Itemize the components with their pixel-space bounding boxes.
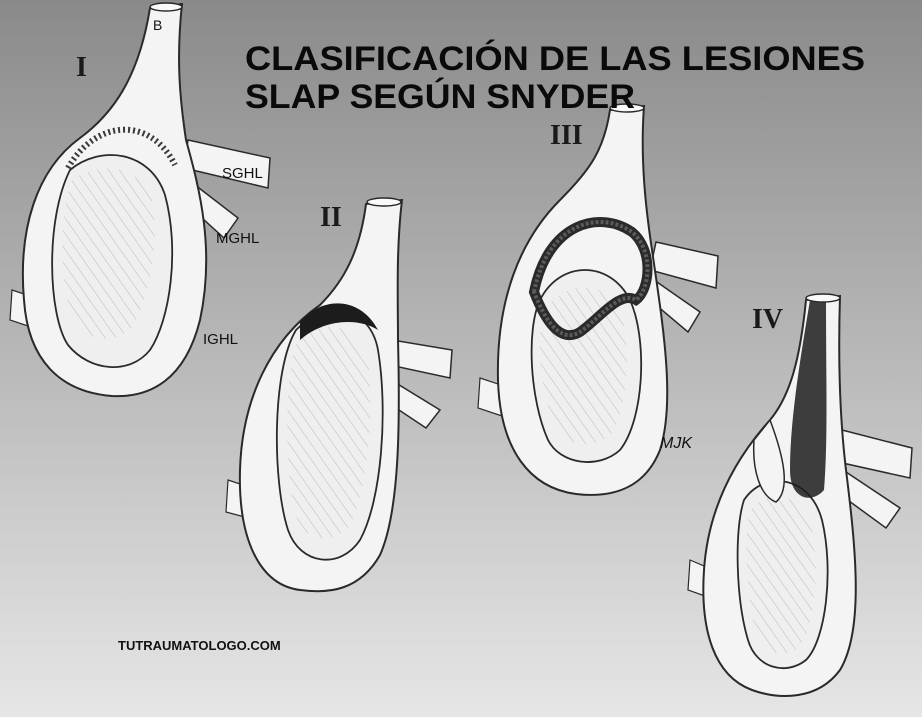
sghl-label: SGHL <box>222 165 263 182</box>
title-line-2: SLAP SEGÚN SNYDER <box>245 78 635 116</box>
panel-ii-numeral: II <box>320 202 342 233</box>
biceps-label: B <box>153 17 162 33</box>
panel-i-numeral: I <box>76 52 87 83</box>
mghl-label: MGHL <box>216 230 259 247</box>
panel-ii-labrum-diagram <box>225 197 453 593</box>
watermark: TUTRAUMATOLOGO.COM <box>118 638 281 653</box>
panel-iii-labrum-diagram <box>477 103 719 496</box>
title-line-1: CLASIFICACIÓN DE LAS LESIONES <box>245 40 865 78</box>
panel-iii-numeral: III <box>550 120 583 151</box>
panel-i-labrum-diagram <box>9 2 271 398</box>
panel-iv-labrum-diagram <box>687 293 913 697</box>
panel-iv-numeral: IV <box>752 304 783 335</box>
ighl-label: IGHL <box>203 331 238 348</box>
artist-signature: MJK <box>660 435 693 452</box>
